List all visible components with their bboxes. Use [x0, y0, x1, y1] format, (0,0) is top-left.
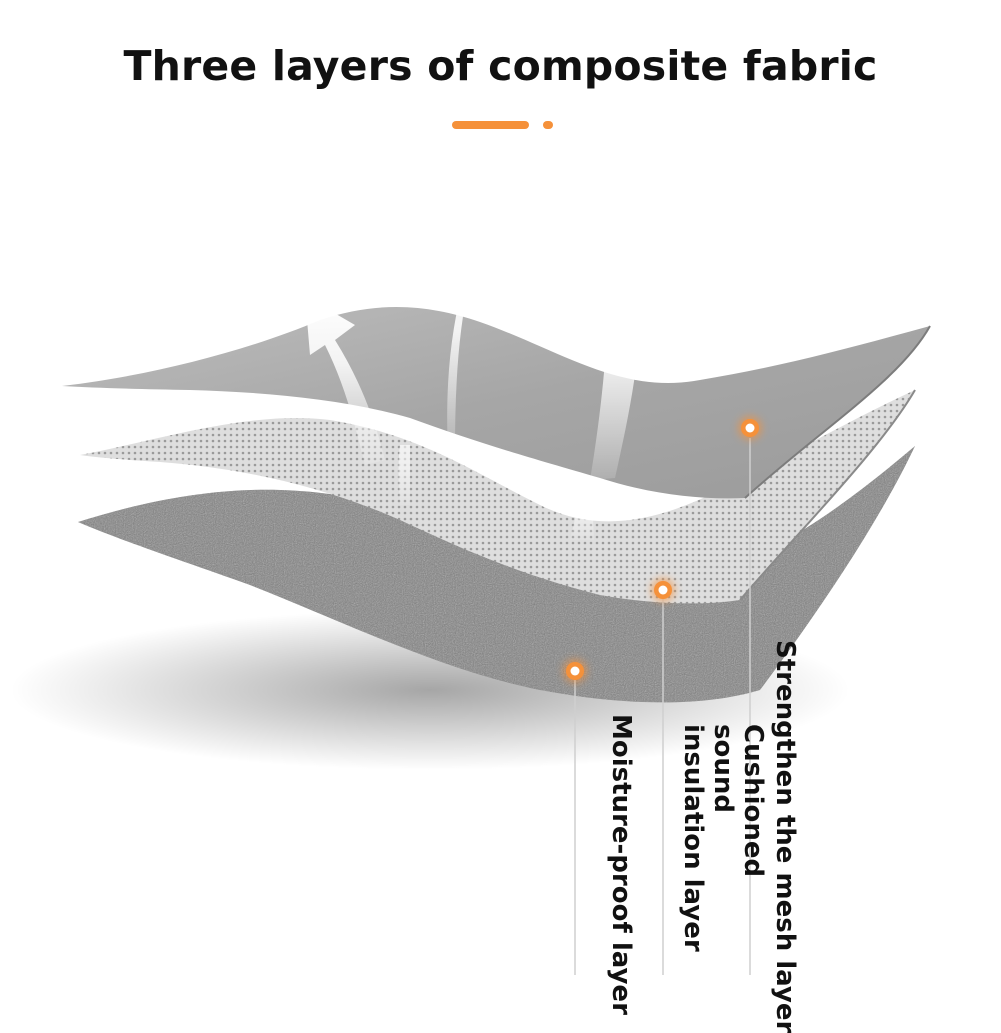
mesh-label: Strengthen the mesh layer	[770, 640, 800, 1033]
fabric-layers-illustration	[10, 250, 931, 975]
strengthen-mesh-layer	[62, 307, 930, 499]
orange-dot-icon	[651, 578, 675, 602]
arrow-up-icon	[398, 445, 594, 540]
arrow-up-icon	[447, 250, 490, 450]
mesh-edge	[739, 389, 916, 601]
title-accent-bar	[452, 121, 529, 129]
title-accent-dot	[543, 121, 553, 129]
cushion-mesh-layer	[80, 390, 915, 604]
orange-dot-icon	[738, 416, 762, 440]
arrow-up-icon	[305, 296, 385, 465]
page-title: Three layers of composite fabric	[123, 42, 878, 90]
moisture-proof-layer	[78, 446, 915, 703]
moisture-proof-label: Moisture-proof layer	[606, 714, 636, 1015]
cushion-label: Cushioned sound insulation layer	[678, 724, 768, 952]
arrow-up-icon	[585, 280, 668, 480]
orange-dot-icon	[563, 659, 587, 683]
top-edge	[744, 325, 931, 499]
